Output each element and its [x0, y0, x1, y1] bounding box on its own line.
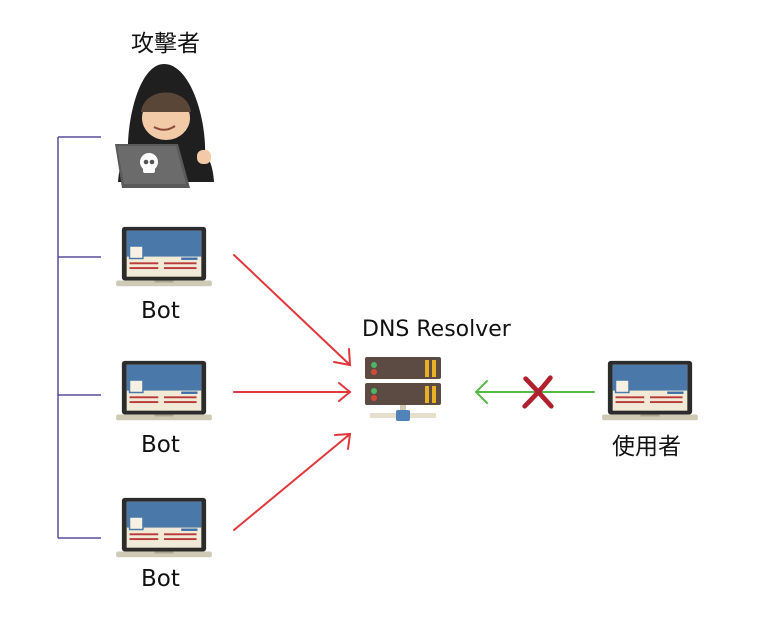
hooded-hacker-icon: [115, 64, 214, 188]
bot-label: Bot: [141, 298, 180, 324]
resolver-label: DNS Resolver: [362, 317, 511, 342]
bot-label: Bot: [141, 432, 180, 458]
attack-arrow: [233, 432, 352, 531]
attack-arrows: [233, 254, 352, 531]
server-icon: [365, 357, 441, 421]
bot-laptop-icon: [116, 497, 212, 558]
user-laptop-icon: [602, 360, 698, 421]
bot-label: Bot: [141, 566, 180, 592]
attack-arrow: [233, 254, 352, 367]
bot-laptop-icon: [116, 360, 212, 421]
bot-laptop-icon: [116, 226, 212, 287]
control-bracket: [57, 136, 101, 539]
attacker-label: 攻擊者: [131, 31, 200, 57]
user-label: 使用者: [612, 434, 681, 460]
user-request-arrow: [474, 380, 595, 404]
attack-arrow: [233, 382, 352, 402]
